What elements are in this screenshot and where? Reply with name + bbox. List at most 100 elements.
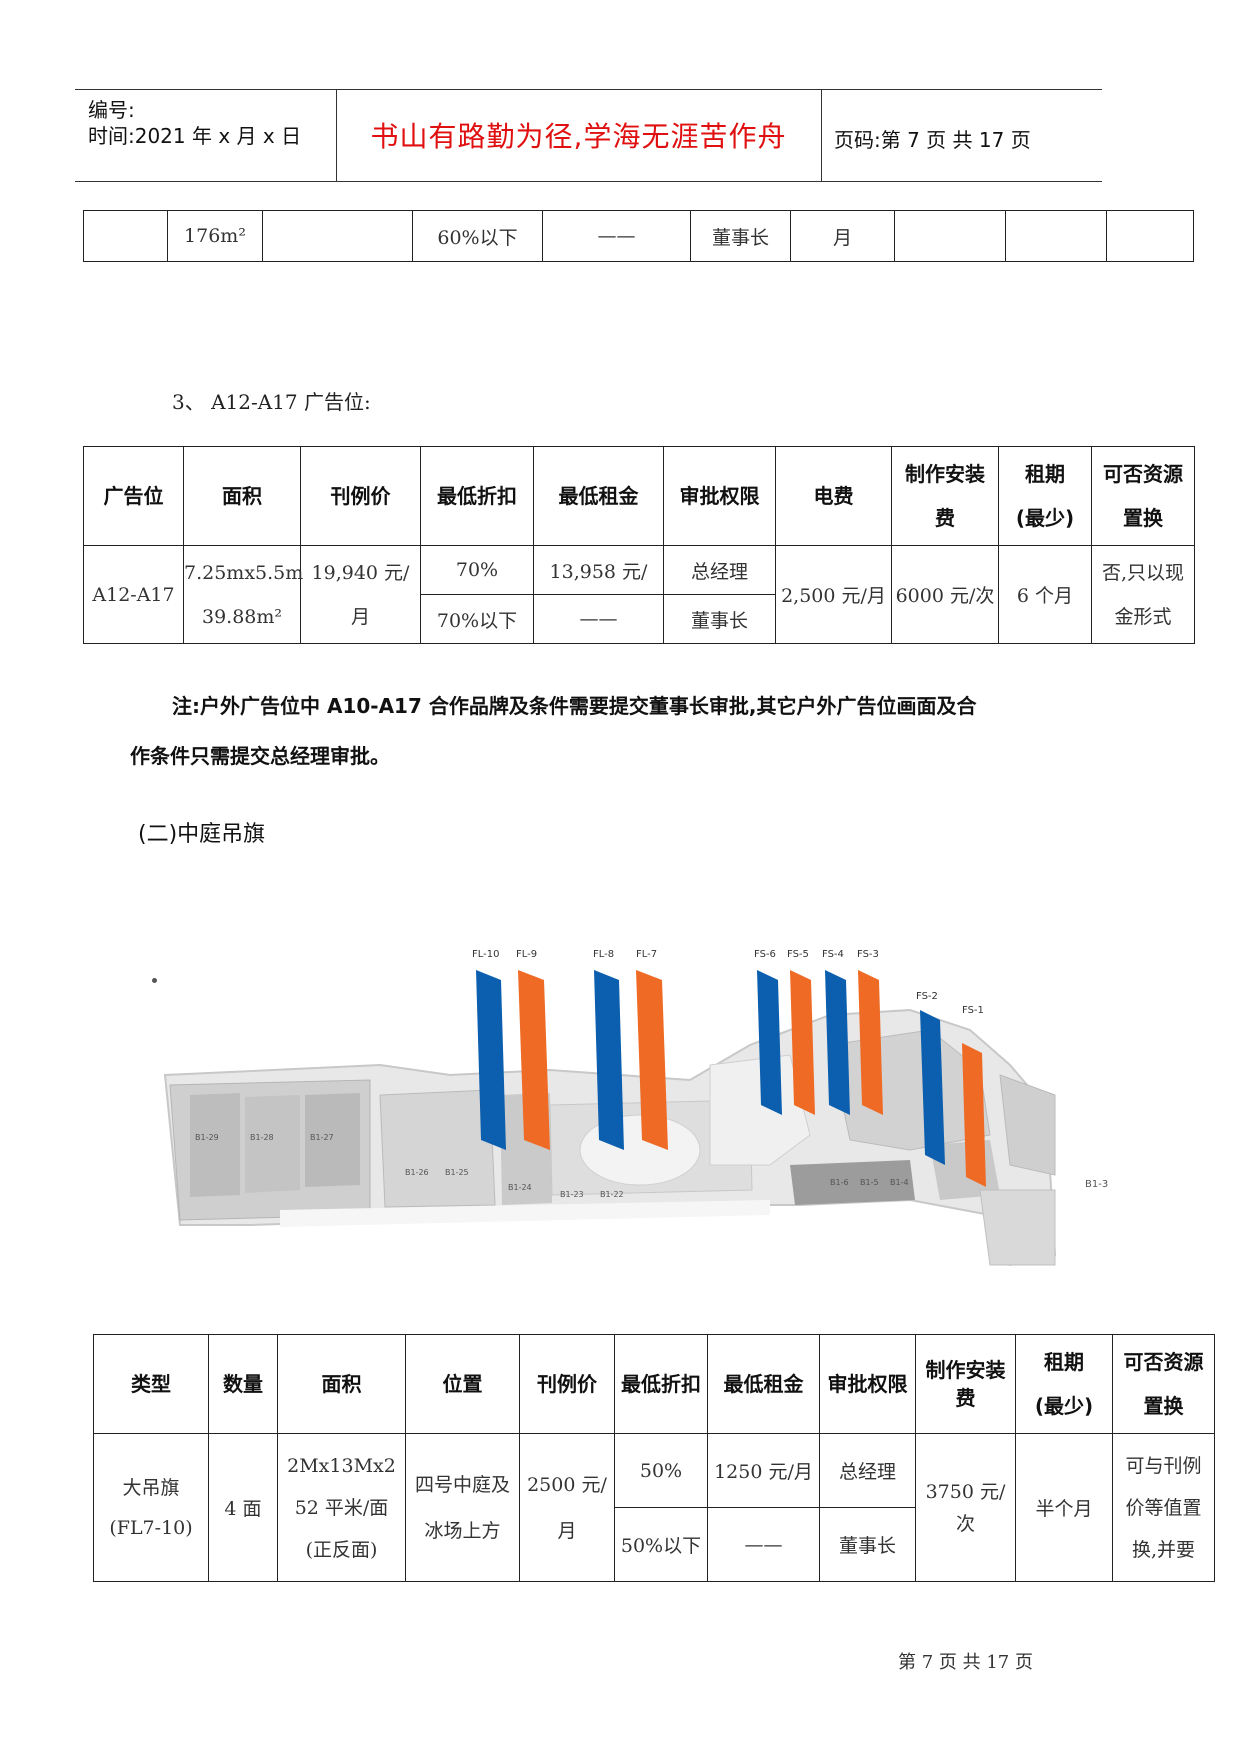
flag-label: FS-1 [962,1005,984,1016]
header-cell: 租期 (最少) [998,446,1092,546]
header-cell: 面积 [277,1333,406,1435]
header-cell: 可否资源置换 [1112,1333,1215,1435]
table-row: 176m² 60%以下 —— 董事长 月 [83,210,1194,262]
table-cell: 6 个月 [998,545,1092,644]
table-row: 50%以下 —— 董事长 [94,1507,1215,1582]
table-cell: 大吊旗 (FL7-10) [93,1433,209,1582]
cell-line: 大吊旗 [122,1476,180,1499]
flag-fl-9 [518,970,550,1150]
table-cell: 4 面 [208,1433,278,1582]
header-cell-line: 租期 [1025,462,1065,486]
header-cell: 审批权限 [663,446,776,546]
header-cell: 电费 [775,446,892,546]
table-cell: 50% [614,1433,708,1509]
table-cell: 可与刊例价等值置换,并要 [1112,1433,1215,1582]
table-cell: 19,940 元/月 [300,545,421,644]
table-cell: 6000 元/次 [891,545,999,644]
header-cell: 最低折扣 [420,446,534,546]
header-cell: 类型 [93,1333,209,1435]
table-cell [1005,210,1107,262]
table-cell: —— [707,1507,820,1582]
unit-label: B1-22 [600,1190,624,1199]
unit-labels: B1-29 B1-28 B1-27 B1-26 B1-25 B1-24 B1-2… [195,1133,1108,1199]
header-cell: 位置 [405,1333,520,1435]
top-table: 176m² 60%以下 —— 董事长 月 [83,210,1194,262]
header-cell: 可否资源置换 [1091,446,1195,546]
cell-line: 金形式 [1114,605,1172,628]
table-header-row: 广告位 面积 刊例价 最低折扣 最低租金 审批权限 电费 制作安装费 租期(最少… [83,446,1195,546]
flag-fl-10 [476,970,506,1150]
header-cell-line: 制作安装 [925,1358,1006,1383]
table-cell: 13,958 元/ [533,545,664,595]
header-cell: 审批权限 [819,1333,916,1435]
cell-line: 换,并要 [1131,1538,1196,1561]
unit-label: B1-26 [405,1168,429,1177]
flag-fs-4 [825,970,850,1115]
section3-title: 3、 A12-A17 广告位: [172,390,371,414]
flag-fs-2 [920,1010,945,1165]
note-line-2: 作条件只需提交总经理审批。 [130,744,390,768]
cell-line: 价等值置 [1125,1496,1202,1519]
cell-line: 52 平米/面 [294,1496,389,1519]
cell-line: 可与刊例 [1125,1454,1202,1477]
header-number-label: 编号: [88,98,135,122]
flag-fs-1 [962,1043,986,1187]
page-footer: 第 7 页 共 17 页 [898,1652,1033,1673]
header-cell: 租期(最少) [1015,1333,1113,1435]
table-cell: 70% [420,545,534,595]
header-cell-line: 可否资源 [1123,1350,1204,1375]
header-cell-line: 费 [935,506,955,530]
flag-label: FS-3 [857,949,879,960]
unit-label: B1-4 [890,1178,909,1187]
table-cell: —— [533,594,664,644]
table-cell: 50%以下 [614,1507,708,1582]
header-cell-line: 置换 [1123,506,1163,530]
table-cell: 2500 元/月 [519,1433,615,1582]
unit-label: B1-25 [445,1168,469,1177]
cell-line: 19,940 元/ [311,561,410,584]
header-divider-left [336,89,337,181]
header-page-label: 页码:第 7 页 共 17 页 [834,128,1031,152]
bullet-dot [152,978,157,983]
cell-line: 3750 元/ [925,1480,1006,1503]
cell-line: (正反面) [305,1538,378,1561]
header-cell-line: 租期 [1044,1350,1084,1375]
cell-line: 否,只以现 [1101,561,1185,584]
unit-label: B1-27 [310,1133,334,1142]
flags [476,970,986,1187]
header-cell-line: 可否资源 [1103,462,1183,486]
table-cell: 四号中庭及冰场上方 [405,1433,520,1582]
section2-title: (二)中庭吊旗 [138,822,266,847]
table-cell: 1250 元/月 [707,1433,820,1509]
header-cell: 最低租金 [707,1333,820,1435]
header-cell-line: 制作安装 [905,462,985,486]
flag-label: FL-7 [636,949,657,960]
header-cell: 刊例价 [300,446,421,546]
flag-label: FS-2 [916,991,938,1002]
table-cell [894,210,1006,262]
header-cell: 广告位 [83,446,184,546]
table-cell: 董事长 [690,210,791,262]
unit-label: B1-6 [830,1178,849,1187]
cell-line: 四号中庭及 [414,1473,510,1496]
cell-line: 7.25mx5.5m [184,561,304,584]
atrium-flag-map: B1-29 B1-28 B1-27 B1-26 B1-25 B1-24 B1-2… [163,949,1108,1267]
unit-label: B1-3 [1085,1179,1108,1190]
table-cell: 70%以下 [420,594,534,644]
note-line-1: 注:户外广告位中 A10-A17 合作品牌及条件需要提交董事长审批,其它户外广告… [172,694,977,718]
flag-fs-3 [858,970,883,1115]
header-cell-line: 费 [955,1386,976,1411]
table-cell: 总经理 [819,1433,916,1509]
table-header-row: 类型 数量 面积 位置 刊例价 最低折扣 最低租金 审批权限 制作安装费 租期(… [93,1333,1215,1435]
unit-label: B1-24 [508,1183,532,1192]
flag-label: FS-6 [754,949,776,960]
cell-line: (FL7-10) [109,1516,193,1539]
flag-label: FL-10 [472,949,499,960]
header-cell-line: (最少) [1015,506,1075,530]
table-cell [1106,210,1194,262]
unit-label: B1-5 [860,1178,879,1187]
table-cell [83,210,168,262]
